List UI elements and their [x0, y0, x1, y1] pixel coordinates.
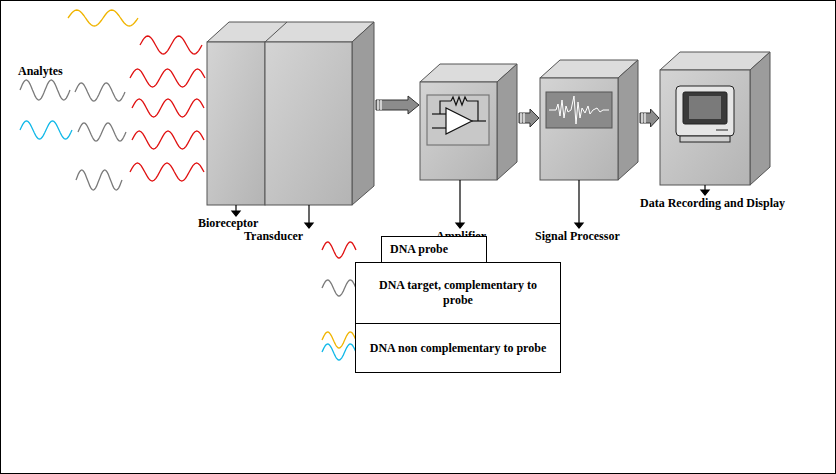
dna-strand [130, 69, 205, 87]
dna-strand [76, 170, 122, 190]
legend-row: DNA probe [381, 236, 487, 263]
amplifier-box: Amplifier [420, 82, 497, 180]
dna-strand [78, 123, 126, 141]
dna-strand [130, 163, 204, 181]
amplifier-symbol [427, 95, 489, 145]
dna-strand [132, 131, 204, 149]
dna-strand [75, 83, 125, 101]
legend-text: DNA non complementary to probe [370, 341, 546, 356]
dna-strand [322, 242, 356, 258]
component-label: Bioreceptor [198, 216, 258, 230]
component-label: Transducer [244, 229, 303, 243]
dna-strand [20, 80, 70, 100]
component-label: Signal Processor [535, 229, 620, 243]
bioreceptor-face: Bioreceptor [207, 42, 265, 205]
dna-strand [140, 36, 202, 54]
legend-samples [322, 242, 356, 360]
dna-strand [322, 344, 356, 360]
analyte-strands [20, 10, 205, 190]
waveform-screen [546, 92, 612, 128]
signal-arrow [640, 109, 659, 127]
display-cube [660, 52, 770, 185]
sensor-cube [207, 22, 374, 205]
dna-strand [322, 280, 356, 296]
dna-strand [68, 10, 138, 26]
dna-strand [20, 121, 72, 139]
signal-arrow [519, 109, 539, 127]
display-box: Data Recording and Display [660, 70, 750, 185]
legend-text: DNA target, complementary to probe [364, 278, 552, 308]
signal-processor-cube [540, 60, 638, 180]
monitor-icon [676, 86, 734, 142]
legend-text: DNA probe [390, 242, 448, 257]
dna-strand [132, 99, 204, 117]
component-label: Data Recording and Display [640, 196, 785, 210]
legend-row: DNA non complementary to probe [355, 323, 561, 373]
label-pointers [232, 180, 709, 228]
signal-arrow [376, 96, 419, 114]
analytes-label: Analytes [18, 64, 63, 78]
amplifier-cube [420, 64, 517, 180]
legend-row: DNA target, complementary to probe [355, 262, 561, 324]
signal-processor-box: Signal Processor [540, 78, 618, 180]
transducer-face: Transducer [265, 42, 352, 205]
dna-strand [322, 332, 356, 348]
